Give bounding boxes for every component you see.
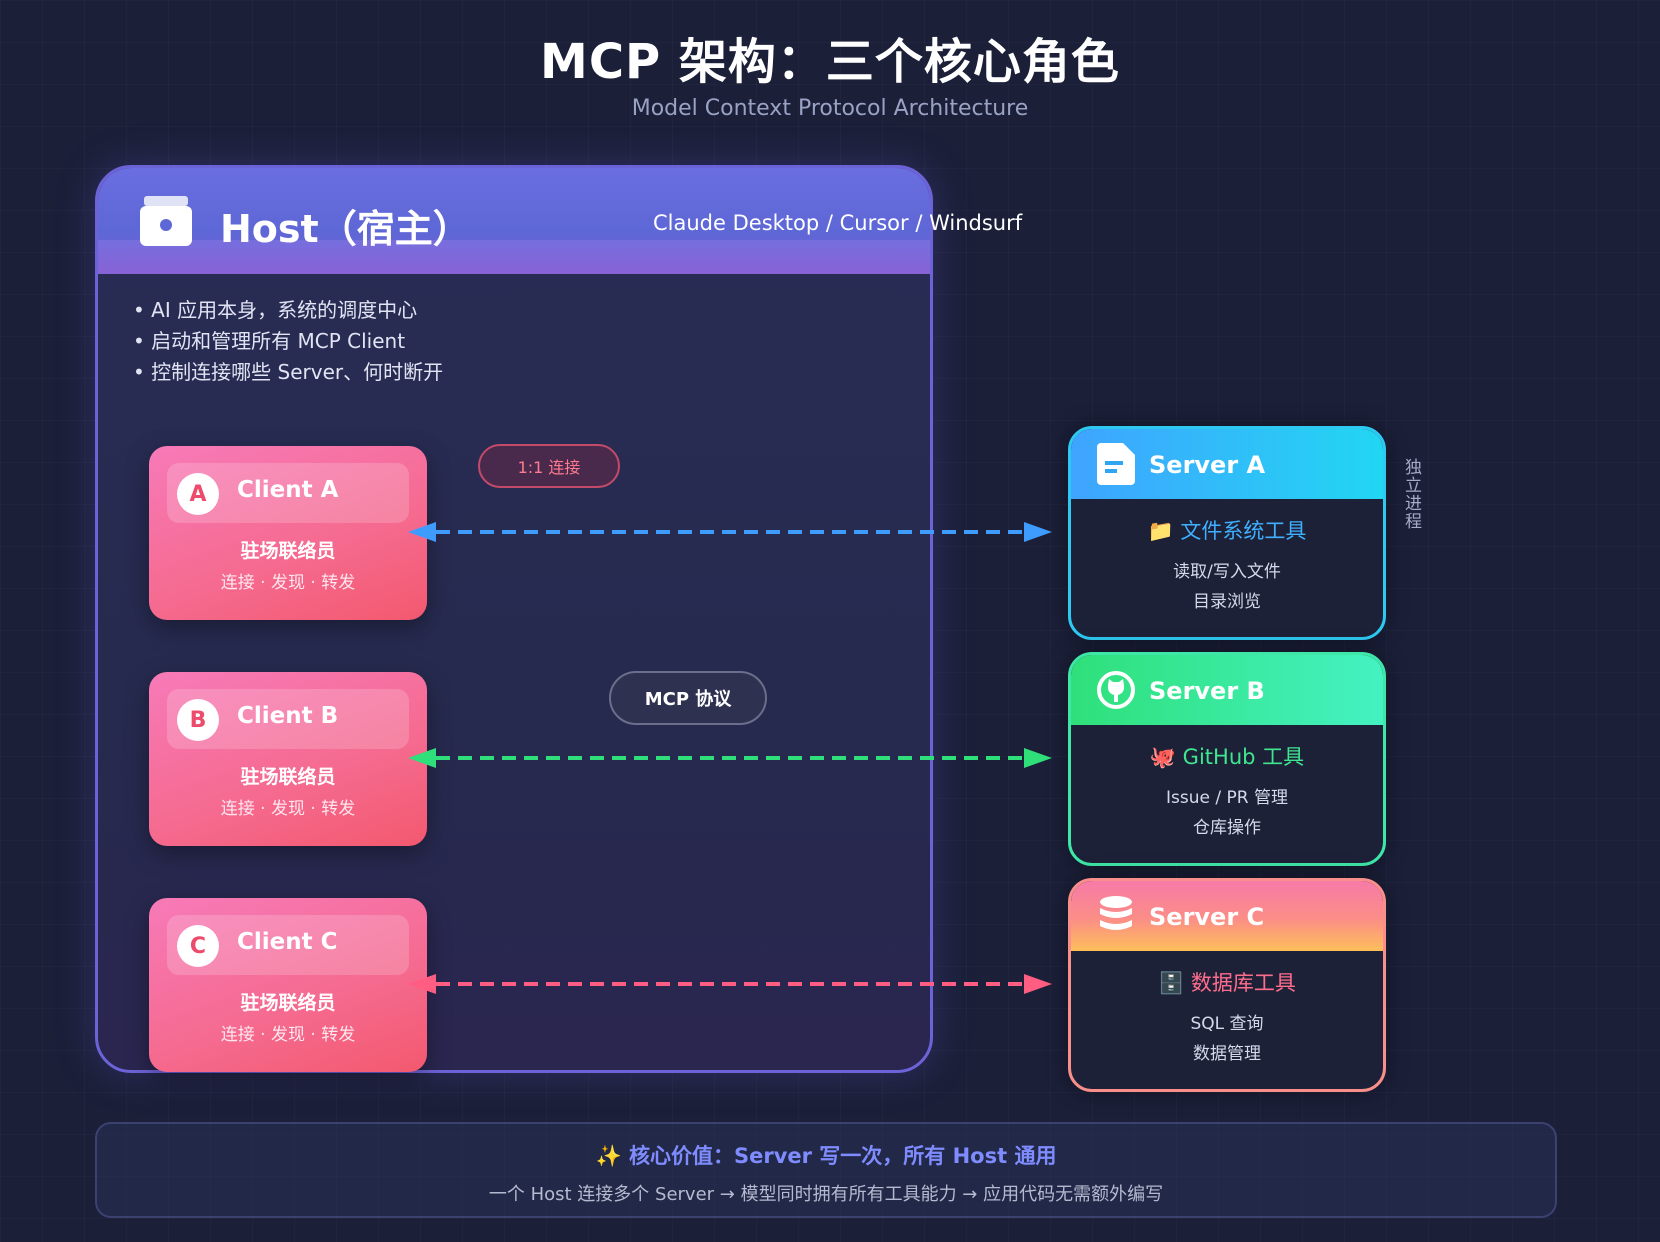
client-a-card[interactable]: A Client A 驻场联络员 连接 · 发现 · 转发 — [149, 446, 427, 620]
host-bullet-3: • 控制连接哪些 Server、何时断开 — [133, 360, 444, 384]
document-icon — [1097, 443, 1135, 485]
server-a-card[interactable]: Server A 📁 文件系统工具 读取/写入文件 目录浏览 — [1068, 426, 1386, 640]
client-c-duty: 连接 · 发现 · 转发 — [220, 1025, 356, 1045]
github-icon — [1097, 669, 1135, 711]
server-b-line-1: Issue / PR 管理 — [1166, 788, 1288, 808]
page-title: MCP 架构：三个核心角色 — [540, 34, 1120, 90]
one-to-one-label: 1:1 连接 — [478, 444, 620, 488]
server-a-name: Server A — [1149, 451, 1266, 479]
client-c-badge: C — [177, 925, 219, 967]
server-c-line-2: 数据管理 — [1193, 1044, 1261, 1064]
client-a-badge: A — [177, 473, 219, 515]
robot-icon — [140, 196, 192, 246]
mcp-protocol-label: MCP 协议 — [609, 671, 767, 725]
core-value-footer: ✨ 核心价值：Server 写一次，所有 Host 通用 一个 Host 连接多… — [95, 1122, 1557, 1218]
client-a-role: 驻场联络员 — [240, 540, 336, 562]
server-b-name: Server B — [1149, 677, 1265, 705]
server-c-card[interactable]: Server C 🗄️ 数据库工具 SQL 查询 数据管理 — [1068, 878, 1386, 1092]
client-a-header: A Client A — [167, 463, 409, 523]
client-c-header: C Client C — [167, 915, 409, 975]
server-b-card[interactable]: Server B 🐙 GitHub 工具 Issue / PR 管理 仓库操作 — [1068, 652, 1386, 866]
server-b-tool: 🐙 GitHub 工具 — [1149, 745, 1305, 769]
server-c-line-1: SQL 查询 — [1190, 1014, 1264, 1034]
server-b-line-2: 仓库操作 — [1193, 818, 1261, 838]
database-icon — [1097, 895, 1135, 937]
client-b-role: 驻场联络员 — [240, 766, 336, 788]
server-a-tool: 📁 文件系统工具 — [1147, 519, 1307, 543]
footer-subtitle: 一个 Host 连接多个 Server → 模型同时拥有所有工具能力 → 应用代… — [488, 1184, 1164, 1205]
client-b-name: Client B — [237, 703, 339, 729]
host-bullet-1: • AI 应用本身，系统的调度中心 — [133, 298, 418, 322]
page-subtitle: Model Context Protocol Architecture — [631, 96, 1029, 121]
client-c-card[interactable]: C Client C 驻场联络员 连接 · 发现 · 转发 — [149, 898, 427, 1072]
client-c-name: Client C — [237, 929, 338, 955]
footer-title: ✨ 核心价值：Server 写一次，所有 Host 通用 — [595, 1144, 1057, 1168]
server-a-line-1: 读取/写入文件 — [1173, 562, 1281, 582]
host-header-band — [98, 240, 930, 274]
client-a-name: Client A — [237, 477, 339, 503]
independent-process-label: 独立进程 — [1401, 458, 1421, 530]
client-a-duty: 连接 · 发现 · 转发 — [220, 573, 356, 593]
host-title: Host（宿主） — [220, 207, 471, 251]
client-c-role: 驻场联络员 — [240, 992, 336, 1014]
host-bullet-2: • 启动和管理所有 MCP Client — [133, 329, 406, 353]
server-a-line-2: 目录浏览 — [1193, 592, 1261, 612]
server-c-tool: 🗄️ 数据库工具 — [1158, 971, 1296, 995]
server-c-name: Server C — [1149, 903, 1265, 931]
host-products: Claude Desktop / Cursor / Windsurf — [653, 211, 1023, 235]
client-b-header: B Client B — [167, 689, 409, 749]
client-b-card[interactable]: B Client B 驻场联络员 连接 · 发现 · 转发 — [149, 672, 427, 846]
client-b-badge: B — [177, 699, 219, 741]
client-b-duty: 连接 · 发现 · 转发 — [220, 799, 356, 819]
